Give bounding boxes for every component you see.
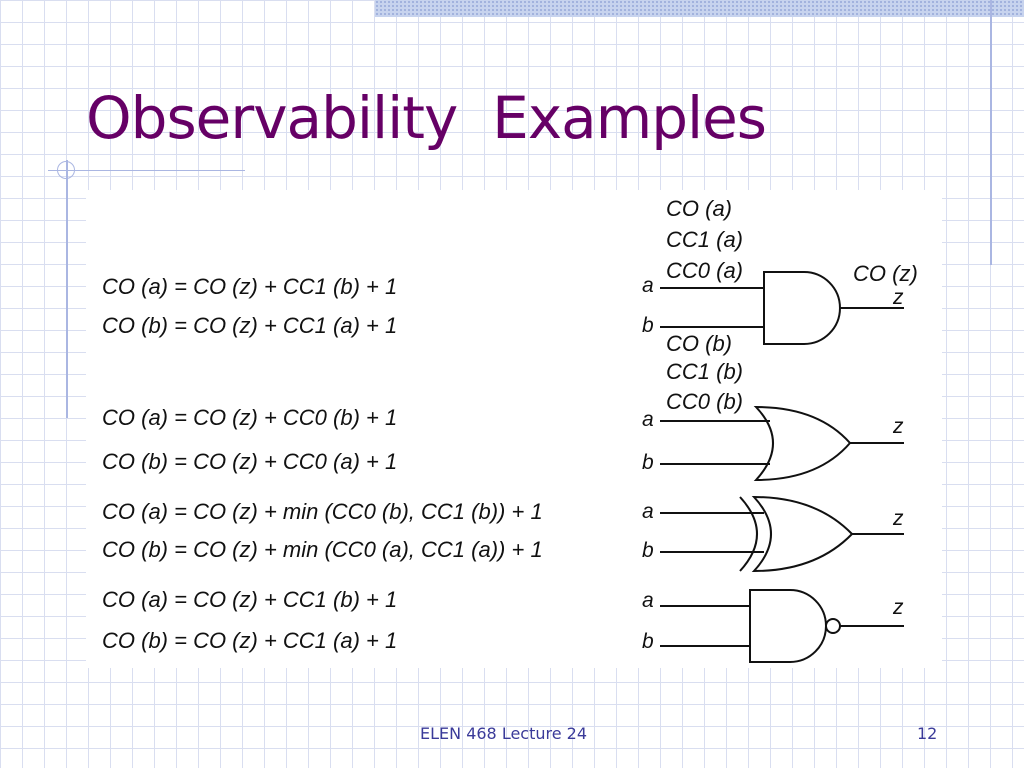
title-underline	[48, 170, 245, 171]
and-input-b-cc0-label: CC0 (b)	[666, 389, 744, 414]
xor-equation-a: CO (a) = CO (z) + min (CC0 (b), CC1 (b))…	[102, 499, 543, 524]
nand-pin-b: b	[642, 630, 654, 653]
or-gate-body	[753, 405, 852, 482]
and-input-b-cc1-label: CC1 (b)	[666, 359, 744, 384]
xor-equation-b: CO (b) = CO (z) + min (CC0 (a), CC1 (a))…	[102, 537, 543, 562]
figure-panel	[86, 190, 942, 668]
and-pin-z: z	[893, 286, 904, 309]
footer-page-number: 12	[917, 724, 938, 743]
xor-pin-b: b	[642, 539, 654, 562]
and-input-a-cc1-label: CC1 (a)	[666, 227, 744, 252]
nand-gate-body	[749, 589, 827, 663]
and-input-a-cc0-label: CC0 (a)	[666, 258, 744, 283]
nand-pin-z: z	[893, 596, 904, 619]
xor-pin-a: a	[642, 500, 654, 523]
and-output-co-label: CO (z)	[853, 261, 918, 286]
nand-pin-a: a	[642, 589, 654, 612]
and-gate-symbol	[660, 271, 904, 345]
and-gate-body	[763, 271, 841, 345]
decorative-vertical-line	[990, 0, 992, 265]
or-pin-b: b	[642, 451, 654, 474]
nand-equation-a: CO (a) = CO (z) + CC1 (b) + 1	[102, 587, 398, 612]
footer-course: ELEN 468 Lecture 24	[420, 724, 588, 743]
and-input-a-co-label: CO (a)	[666, 196, 732, 221]
and-input-b-co-label: CO (b)	[666, 331, 732, 356]
top-decorative-band	[375, 0, 1024, 17]
decorative-vertical-line	[66, 160, 68, 418]
xor-extra-arc	[739, 496, 758, 572]
and-pin-b: b	[642, 314, 654, 337]
or-equation-a: CO (a) = CO (z) + CC0 (b) + 1	[102, 405, 398, 430]
nand-inversion-bubble	[825, 618, 841, 634]
or-pin-z: z	[893, 415, 904, 438]
xor-gate-symbol	[660, 495, 904, 573]
and-equation-a: CO (a) = CO (z) + CC1 (b) + 1	[102, 274, 398, 299]
and-pin-a: a	[642, 274, 654, 297]
nand-gate-symbol	[660, 589, 904, 663]
and-equation-b: CO (b) = CO (z) + CC1 (a) + 1	[102, 313, 398, 338]
crosshair-ornament	[57, 161, 75, 179]
or-equation-b: CO (b) = CO (z) + CC0 (a) + 1	[102, 449, 398, 474]
or-pin-a: a	[642, 408, 654, 431]
or-gate-symbol	[660, 405, 904, 482]
nand-equation-b: CO (b) = CO (z) + CC1 (a) + 1	[102, 628, 398, 653]
slide-title: Observability Examples	[86, 84, 767, 152]
xor-pin-z: z	[893, 507, 904, 530]
xor-gate-body	[751, 495, 854, 573]
